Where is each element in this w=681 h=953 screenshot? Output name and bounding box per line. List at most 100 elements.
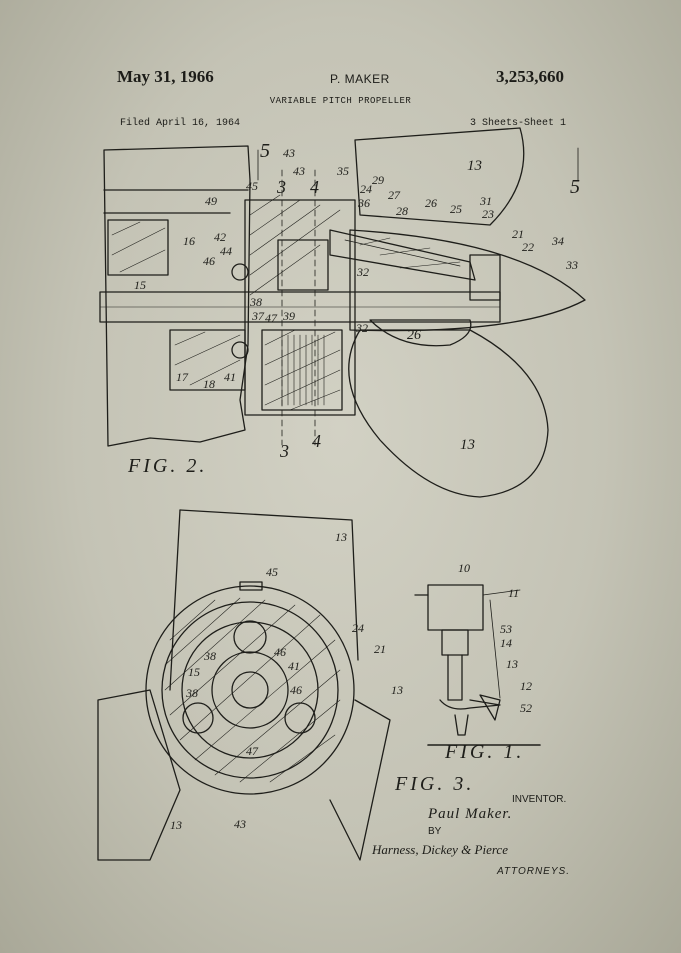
- fig3-ref: 41: [288, 659, 300, 673]
- fig2-ref: 46: [203, 254, 215, 268]
- fig3-gear-right: [284, 702, 316, 734]
- fig3-ref: 13: [170, 818, 182, 832]
- fig2-ref: 45: [246, 179, 258, 193]
- fig2-sectionmark-3-bottom: 3: [279, 441, 289, 461]
- fig3-ref: 38: [185, 686, 198, 700]
- fig2-ref: 29: [372, 173, 384, 187]
- inventor-signature: Paul Maker.: [428, 806, 513, 822]
- fig2-caption: FIG. 2.: [127, 455, 207, 477]
- fig2-ref: 23: [482, 207, 494, 221]
- fig3-blade-right: [329, 699, 391, 861]
- fig2-ref: 25: [450, 202, 462, 216]
- fig1-caption: FIG. 1.: [444, 741, 524, 763]
- fig1-ref: 14: [500, 636, 512, 650]
- fig3-outer-ring: [145, 585, 355, 795]
- sheet-count: 3 Sheets-Sheet 1: [470, 118, 567, 129]
- fig3-gear-left: [182, 702, 214, 734]
- fig1-drawing: [414, 584, 541, 746]
- fig2-ref: 43: [283, 146, 295, 160]
- inventor-name-header: P. MAKER: [330, 72, 390, 86]
- fig2-ref: 26: [407, 328, 421, 343]
- patent-title: VARIABLE PITCH PROPELLER: [269, 96, 412, 106]
- fig3-hatching: [164, 597, 341, 783]
- fig2-drawing: [99, 127, 586, 498]
- fig2-ref: 44: [220, 244, 232, 258]
- fig2-ref: 33: [565, 258, 578, 272]
- fig1-motor-head: [427, 584, 484, 631]
- fig3-blade-upper: [179, 509, 359, 661]
- fig2-ref: 43: [293, 164, 305, 178]
- patent-number: 3,253,660: [496, 67, 564, 86]
- attorneys-signature: Harness, Dickey & Pierce: [372, 842, 508, 857]
- fig3-ref: 21: [374, 642, 386, 656]
- fig3-drawing: [97, 509, 391, 861]
- fig2-housing-outline: [103, 145, 251, 447]
- fig2-ref: 26: [425, 196, 437, 210]
- fig3-caption: FIG. 3.: [394, 773, 474, 795]
- fig1-ref: 52: [520, 701, 532, 715]
- fig2-blade-lower: [348, 329, 549, 498]
- patent-date: May 31, 1966: [117, 67, 214, 86]
- fig1-propeller: [479, 694, 501, 721]
- fig2-ref: 41: [224, 370, 236, 384]
- fig2-ref: 35: [336, 164, 349, 178]
- inventor-label: INVENTOR.: [512, 794, 567, 805]
- fig2-ref: 31: [479, 194, 492, 208]
- fig2-ref: 47: [265, 311, 278, 325]
- fig1-shaft-housing: [447, 654, 463, 701]
- fig2-ref: 39: [282, 309, 295, 323]
- fig2-ref: 37: [251, 309, 265, 323]
- fig2-ref: 28: [396, 204, 408, 218]
- fig2-ref: 18: [203, 377, 215, 391]
- fig2-sectionmark-4-bottom: 4: [312, 431, 321, 451]
- fig2-ref: 24: [360, 182, 372, 196]
- fig2-ref: 27: [388, 188, 401, 202]
- filed-date: Filed April 16, 1964: [120, 118, 241, 129]
- fig2-hatching: [111, 194, 461, 411]
- fig3-ref: 45: [266, 565, 278, 579]
- fig2-ref: 34: [551, 234, 564, 248]
- fig1-ref: 10: [458, 561, 470, 575]
- fig1-ref: 11: [508, 586, 519, 600]
- fig3-ref: 38: [203, 649, 216, 663]
- fig2-ref: 32: [356, 265, 369, 279]
- fig2-ref: 16: [183, 234, 195, 248]
- fig3-shaft-section: [211, 651, 289, 729]
- fig2-sectionmark-5-left: 5: [260, 140, 270, 162]
- fig2-ref: 38: [249, 295, 262, 309]
- fig2-ref: 17: [176, 370, 189, 384]
- fig2-ref: 22: [522, 240, 534, 254]
- fig2-sectionmark-4-top: 4: [310, 177, 319, 197]
- fig2-hub: [349, 229, 586, 332]
- fig3-ref: 46: [274, 645, 286, 659]
- fig1-ref: 13: [506, 657, 518, 671]
- fig3-ref: 43: [234, 817, 246, 831]
- fig1-ref: 12: [520, 679, 532, 693]
- fig2-sectionmark-3-top: 3: [276, 177, 286, 197]
- fig2-ref: 42: [214, 230, 226, 244]
- fig2-ref: 32: [355, 321, 368, 335]
- fig3-gear-top: [233, 620, 267, 654]
- fig2-ref: 13: [467, 158, 482, 174]
- fig2-blade-upper: [354, 127, 525, 226]
- fig3-ref: 13: [335, 530, 347, 544]
- fig2-ref: 13: [460, 437, 475, 453]
- fig1-ref: 53: [500, 622, 512, 636]
- fig2-ref: 49: [205, 194, 217, 208]
- fig2-ref: 21: [512, 227, 524, 241]
- by-label: BY: [428, 826, 442, 837]
- fig2-gear-teeth: [281, 334, 325, 406]
- fig3-blade-left: [97, 689, 181, 861]
- fig3-ref: 46: [290, 683, 302, 697]
- fig2-ref: 15: [134, 278, 146, 292]
- fig3-ref: 47: [246, 744, 259, 758]
- fig2-ref: 36: [357, 196, 370, 210]
- fig3-ref: 15: [188, 665, 200, 679]
- fig2-ref: 13: [318, 354, 320, 356]
- fig3-ref: 13: [391, 683, 403, 697]
- fig2-sectionmark-5-right: 5: [570, 176, 580, 198]
- attorneys-label: ATTORNEYS.: [497, 866, 570, 877]
- fig3-ref: 24: [352, 621, 364, 635]
